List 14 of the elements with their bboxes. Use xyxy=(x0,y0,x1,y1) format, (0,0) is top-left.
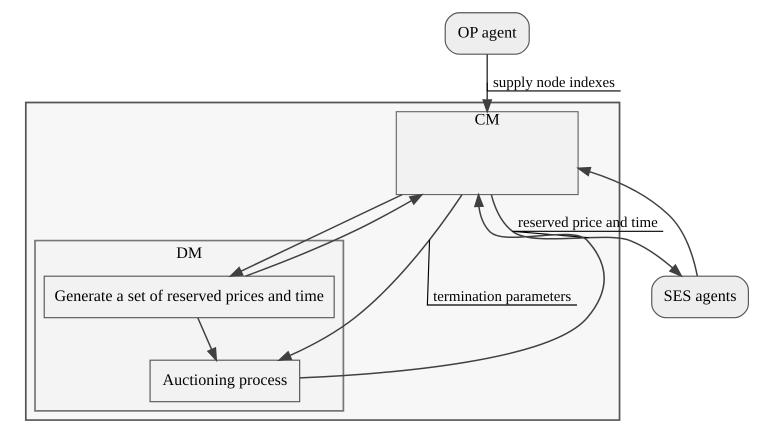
arrow xyxy=(300,192,605,379)
arrow xyxy=(245,194,424,277)
node-box: Auctioning process xyxy=(150,360,300,402)
arrow xyxy=(277,194,577,362)
arrow xyxy=(490,194,683,278)
arrow xyxy=(576,166,698,276)
edge-label: termination parameters xyxy=(433,288,572,305)
edge-label: supply node indexes xyxy=(492,74,615,91)
arrow xyxy=(228,194,403,278)
node-box: SES agents xyxy=(651,276,749,318)
node-box: CM xyxy=(396,111,579,196)
arrow xyxy=(197,318,218,362)
node-box: OP agent xyxy=(444,12,530,55)
node-box: Generate a set of reserved prices and time xyxy=(44,276,335,318)
